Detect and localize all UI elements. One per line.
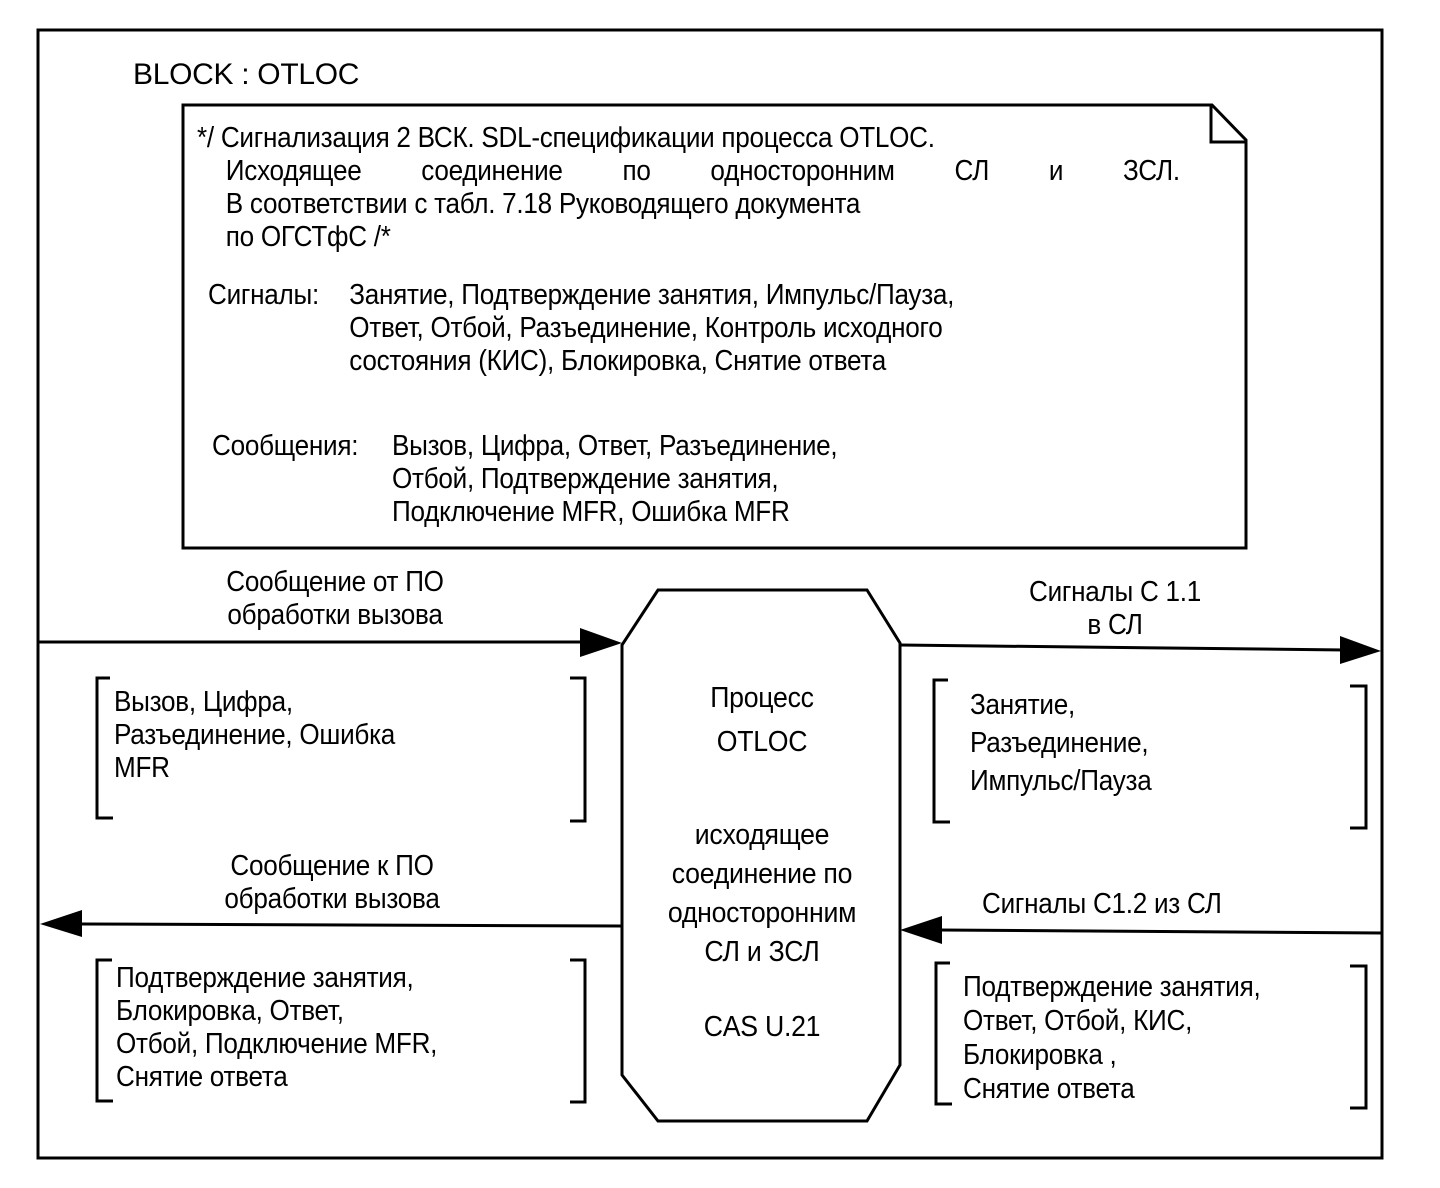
list-line: Блокировка, Ответ, (116, 995, 344, 1027)
list-line: Снятие ответа (116, 1061, 288, 1093)
messages-label: Сообщения: (212, 430, 359, 462)
comment-box-fold-icon (1209, 105, 1246, 144)
messages-line: Подключение MFR, Ошибка MFR (392, 496, 790, 528)
comment-word: соединение (421, 155, 563, 187)
list-line: Снятие ответа (963, 1073, 1135, 1105)
list-line: Занятие, (970, 689, 1075, 721)
list-outgoing-call-processing-bracket-left (95, 958, 113, 1103)
list-incoming-call-processing-bracket-left (95, 676, 113, 820)
list-outgoing-call-processing-bracket-right (570, 958, 587, 1104)
list-outgoing-line: Занятие, Разъединение, Импульс/Пауза (970, 686, 1152, 800)
list-incoming-line-bracket-right (1350, 964, 1368, 1110)
arrow-incoming-line-label: Сигналы С1.2 из СЛ (982, 888, 1222, 920)
list-incoming-line: Подтверждение занятия, Ответ, Отбой, КИС… (963, 970, 1261, 1106)
comment-text: */ Сигнализация 2 ВСК. SDL-спецификации … (197, 122, 1180, 254)
comment-line-3: В соответствии с табл. 7.18 Руководящего… (225, 188, 861, 220)
arrow-outgoing-line-head-icon (1340, 636, 1381, 664)
list-line: Блокировка , (963, 1039, 1117, 1071)
list-line: Импульс/Пауза (970, 765, 1152, 797)
arrow-incoming-line-head-icon (900, 916, 942, 944)
arrow-incoming-call-processing-label: Сообщение от ПО обработки вызова (200, 566, 470, 632)
process-name-line: OTLOC (716, 726, 808, 758)
process-octagon (620, 588, 902, 1123)
process-description: исходящее соединение по односторонним СЛ… (639, 816, 886, 972)
comment-line-2-justified: Исходящее соединение по односторонним СЛ… (226, 155, 1180, 188)
comment-line-4: по ОГСТфС /* (225, 221, 391, 253)
messages-line: Отбой, Подтверждение занятия, (392, 463, 779, 495)
comment-signals: Сигналы: Занятие, Подтверждение занятия,… (208, 279, 954, 378)
arrow-incoming-line-line (939, 928, 1383, 935)
list-incoming-call-processing: Вызов, Цифра, Разъединение, Ошибка MFR (114, 686, 395, 785)
block-frame (36, 28, 1384, 1160)
label-line: в СЛ (1087, 609, 1143, 641)
signals-label: Сигналы: (208, 279, 319, 311)
comment-word: по (622, 155, 651, 187)
list-line: Разъединение, Ошибка (114, 719, 396, 751)
arrow-incoming-call-processing-head-icon (580, 628, 622, 657)
signals-list: Занятие, Подтверждение занятия, Импульс/… (349, 279, 954, 378)
list-line: MFR (114, 752, 170, 784)
label-line: Сообщение к ПО (230, 850, 434, 882)
comment-word: ЗСЛ. (1123, 155, 1180, 187)
signals-line: Ответ, Отбой, Разъединение, Контроль исх… (349, 312, 943, 344)
comment-word: СЛ (954, 155, 990, 187)
messages-line: Вызов, Цифра, Ответ, Разъединение, (392, 430, 838, 462)
arrow-outgoing-call-processing-line (79, 922, 623, 928)
comment-word: Исходящее (225, 155, 362, 187)
arrow-outgoing-line-line (899, 643, 1346, 652)
comment-box (181, 103, 1248, 550)
list-outgoing-line-bracket-right (1350, 684, 1368, 830)
process-name: Процесс OTLOC (639, 676, 886, 764)
list-outgoing-line-bracket-left (932, 678, 950, 824)
label-line: Сигналы С 1.1 (1028, 576, 1201, 608)
process-desc-line: соединение по (671, 858, 853, 890)
list-outgoing-call-processing: Подтверждение занятия, Блокировка, Ответ… (116, 962, 437, 1094)
arrow-outgoing-call-processing-head-icon (40, 910, 82, 937)
process-desc-line: исходящее (694, 819, 830, 851)
list-line: Ответ, Отбой, КИС, (963, 1005, 1193, 1037)
arrow-outgoing-call-processing-label: Сообщение к ПО обработки вызова (197, 850, 467, 916)
list-line: Подтверждение занятия, (116, 962, 414, 994)
process-name-line: Процесс (710, 682, 814, 714)
signals-line: Занятие, Подтверждение занятия, Импульс/… (349, 279, 955, 311)
list-line: Подтверждение занятия, (963, 971, 1261, 1003)
comment-line-2: Исходящее соединение по односторонним СЛ… (197, 155, 1180, 188)
label-line: Сообщение от ПО (226, 566, 444, 598)
comment-word: и (1048, 155, 1064, 187)
label-line: обработки вызова (227, 599, 443, 631)
arrow-outgoing-line-label: Сигналы С 1.1 в СЛ (1007, 576, 1223, 642)
list-line: Вызов, Цифра, (114, 686, 293, 718)
process-desc-line: СЛ и ЗСЛ (704, 936, 820, 968)
list-incoming-call-processing-bracket-right (570, 676, 587, 823)
label-line: обработки вызова (224, 883, 440, 915)
signals-line: состояния (КИС), Блокировка, Снятие отве… (349, 345, 887, 377)
list-line: Разъединение, (970, 727, 1149, 759)
messages-list: Вызов, Цифра, Ответ, Разъединение, Отбой… (392, 430, 838, 529)
comment-messages: Сообщения: Вызов, Цифра, Ответ, Разъедин… (212, 430, 838, 529)
list-line: Отбой, Подключение MFR, (116, 1028, 438, 1060)
block-title: BLOCK : OTLOC (133, 58, 360, 91)
process-protocol: CAS U.21 (703, 1011, 821, 1043)
comment-word: односторонним (710, 155, 895, 187)
comment-line-1: */ Сигнализация 2 ВСК. SDL-спецификации … (197, 122, 935, 154)
process-desc-line: односторонним (667, 897, 857, 929)
list-incoming-line-bracket-left (934, 961, 952, 1106)
